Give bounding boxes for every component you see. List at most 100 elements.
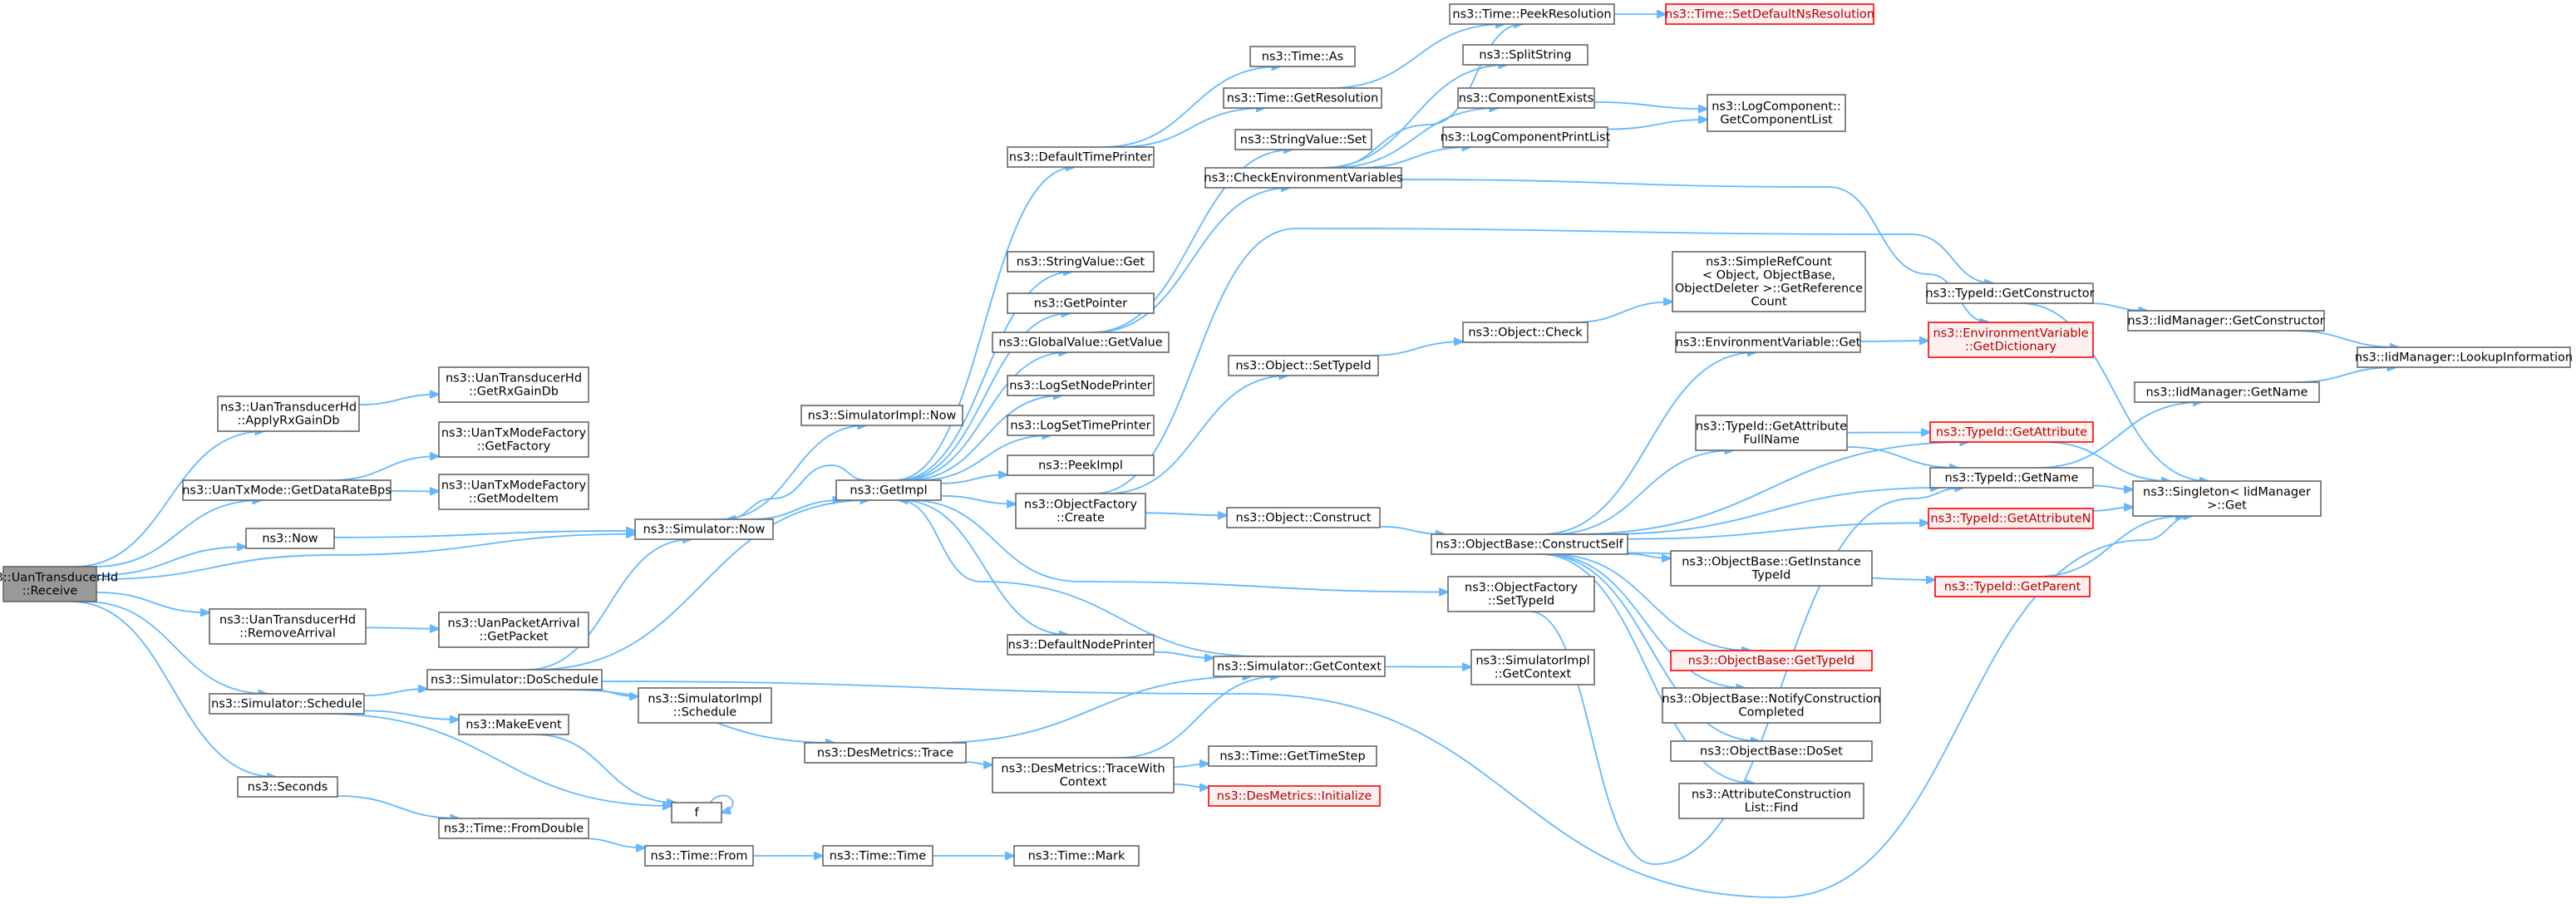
node-logNode[interactable]: ns3::LogSetNodePrinter (1007, 375, 1155, 396)
node-defTimePrinter[interactable]: ns3::DefaultTimePrinter (1007, 146, 1155, 168)
node-obConstructSelf[interactable]: ns3::ObjectBase::ConstructSelf (1431, 533, 1628, 555)
node-getModeItem[interactable]: ns3::UanTxModeFactory::GetModeItem (438, 474, 589, 510)
node-simNow[interactable]: ns3::Simulator::Now (634, 518, 774, 540)
node-checkEnv[interactable]: ns3::CheckEnvironmentVariables (1204, 167, 1403, 189)
node-envGet[interactable]: ns3::EnvironmentVariable::Get (1675, 332, 1861, 353)
node-box (992, 757, 1175, 793)
node-obGetTypeId[interactable]: ns3::ObjectBase::GetTypeId (1670, 650, 1873, 671)
node-label: ns3::SimulatorImpl (1475, 655, 1589, 668)
node-peekImpl[interactable]: ns3::PeekImpl (1007, 454, 1155, 476)
node-defNodePrinter[interactable]: ns3::DefaultNodePrinter (1007, 634, 1155, 656)
node-simpleRef[interactable]: ns3::SimpleRefCount< Object, ObjectBase,… (1672, 251, 1866, 312)
node-obDoSet[interactable]: ns3::ObjectBase::DoSet (1670, 740, 1873, 762)
node-timeSetDef[interactable]: ns3::Time::SetDefaultNsResolution (1665, 3, 1874, 25)
node-simImplGetCtx[interactable]: ns3::SimulatorImpl::GetContext (1470, 649, 1595, 685)
node-f[interactable]: f (671, 802, 722, 823)
node-iidGetName[interactable]: ns3::IidManager::GetName (2134, 381, 2320, 403)
node-label: ns3::TypeId::GetName (1945, 472, 2079, 485)
node-tidGetAttrN[interactable]: ns3::TypeId::GetAttributeN (1928, 508, 2094, 529)
node-singletonGet[interactable]: ns3::Singleton< IidManager>::Get (2132, 480, 2322, 517)
node-label: ns3::TypeId::GetAttributeN (1930, 513, 2091, 526)
node-ofCreate[interactable]: ns3::ObjectFactory::Create (1015, 493, 1146, 529)
node-getPacket[interactable]: ns3::UanPacketArrival::GetPacket (438, 612, 589, 648)
node-envGetDict[interactable]: ns3::EnvironmentVariable::GetDictionary (1928, 322, 2094, 358)
node-tidGetAttr[interactable]: ns3::TypeId::GetAttribute (1929, 421, 2094, 443)
node-objConstruct[interactable]: ns3::Object::Construct (1226, 507, 1381, 528)
node-seconds[interactable]: ns3::Seconds (237, 776, 338, 798)
node-doSchedule[interactable]: ns3::Simulator::DoSchedule (426, 669, 603, 690)
node-getTimeStep[interactable]: ns3::Time::GetTimeStep (1208, 745, 1377, 767)
node-label: ns3::ObjectBase::GetTypeId (1688, 655, 1855, 668)
node-timePeekRes[interactable]: ns3::Time::PeekResolution (1449, 3, 1615, 25)
node-logCompPrint[interactable]: ns3::LogComponentPrintList (1441, 126, 1611, 148)
node-compExists[interactable]: ns3::ComponentExists (1457, 87, 1595, 109)
node-iidGetCtor[interactable]: ns3::IidManager::GetConstructor (2127, 310, 2325, 332)
node-label: ns3::LogComponentPrintList (1441, 131, 1611, 145)
node-label: ns3::Simulator::Schedule (211, 698, 362, 711)
node-label: ::GetModeItem (469, 493, 559, 506)
node-label: ns3::EnvironmentVariable (1933, 327, 2088, 341)
edge-getImpl-to-gvGetValue (901, 352, 1068, 481)
node-tidGetCtor[interactable]: ns3::TypeId::GetConstructor (1925, 282, 2095, 304)
node-timeMark[interactable]: ns3::Time::Mark (1013, 845, 1140, 867)
node-getRxGain[interactable]: ns3::UanTransducerHd::GetRxGainDb (438, 366, 589, 403)
node-timeAs[interactable]: ns3::Time::As (1249, 46, 1356, 67)
node-box (1449, 3, 1615, 25)
node-removeArr[interactable]: ns3::UanTransducerHd::RemoveArrival (209, 608, 367, 645)
edge-checkEnv-to-splitString (1321, 65, 1508, 169)
node-getFactory[interactable]: ns3::UanTxModeFactory::GetFactory (438, 421, 589, 458)
node-obNotify[interactable]: ns3::ObjectBase::NotifyConstructionCompl… (1662, 687, 1881, 724)
node-desTrace[interactable]: ns3::DesMetrics::Trace (804, 742, 967, 764)
edge-timeGetRes-to-timePeekRes (1329, 24, 1505, 89)
node-gvGetValue[interactable]: ns3::GlobalValue::GetValue (992, 332, 1170, 353)
node-tidGetName[interactable]: ns3::TypeId::GetName (1929, 467, 2094, 489)
node-label: ns3::UanTransducerHd (219, 614, 356, 627)
node-fromDouble[interactable]: ns3::Time::FromDouble (438, 818, 589, 839)
node-iidLookup[interactable]: ns3::IidManager::LookupInformation (2355, 346, 2573, 368)
node-applyRx[interactable]: ns3::UanTransducerHd::ApplyRxGainDb (217, 396, 360, 432)
edge-obConstructSelf-to-tidGetAttrN (1627, 523, 1928, 540)
node-root[interactable]: ns3::UanTransducerHd::Receive (0, 566, 118, 602)
node-strValSet[interactable]: ns3::StringValue::Set (1234, 129, 1372, 150)
node-label: ns3::TypeId::GetParent (1944, 581, 2081, 594)
node-ofSetTypeId[interactable]: ns3::ObjectFactory::SetTypeId (1447, 576, 1595, 612)
node-label: ns3::SimulatorImpl (648, 693, 761, 706)
node-timeFrom[interactable]: ns3::Time::From (644, 845, 754, 867)
node-getPointer[interactable]: ns3::GetPointer (1007, 292, 1155, 314)
node-label: ns3::DefaultNodePrinter (1008, 639, 1154, 652)
node-box (1470, 649, 1595, 685)
node-makeEvent[interactable]: ns3::MakeEvent (458, 714, 569, 735)
node-getImpl[interactable]: ns3::GetImpl (835, 479, 942, 501)
node-box (1228, 355, 1379, 376)
node-logCompList[interactable]: ns3::LogComponent::GetComponentList (1707, 94, 1846, 132)
edge-objSetTypeId-to-objCheck (1370, 341, 1463, 356)
node-schedule[interactable]: ns3::Simulator::Schedule (209, 693, 365, 715)
node-box (1007, 375, 1155, 396)
node-label: ::SetTypeId (1488, 595, 1554, 608)
node-objCheck[interactable]: ns3::Object::Check (1462, 322, 1588, 343)
node-label: ns3::UanTransducerHd (220, 401, 357, 415)
node-label: ns3::Object::Construct (1236, 512, 1372, 525)
node-timeTime[interactable]: ns3::Time::Time (822, 845, 933, 867)
node-splitString[interactable]: ns3::SplitString (1462, 44, 1588, 66)
node-label: ns3::Seconds (248, 781, 328, 794)
node-logTime[interactable]: ns3::LogSetTimePrinter (1007, 415, 1155, 436)
node-label: ns3::ObjectBase::NotifyConstruction (1662, 693, 1880, 706)
node-label: GetComponentList (1720, 114, 1833, 127)
node-simImplNow[interactable]: ns3::SimulatorImpl::Now (800, 405, 963, 426)
node-desInit[interactable]: ns3::DesMetrics::Initialize (1208, 785, 1381, 807)
node-label: ::GetDictionary (1965, 341, 2056, 354)
node-getDataRate[interactable]: ns3::UanTxMode::GetDataRateBps (182, 479, 392, 501)
node-simImplSched[interactable]: ns3::SimulatorImpl::Schedule (638, 687, 772, 724)
node-objSetTypeId[interactable]: ns3::Object::SetTypeId (1228, 355, 1379, 376)
edge-desTraceWith-to-desInit (1173, 783, 1209, 788)
node-simGetContext[interactable]: ns3::Simulator::GetContext (1213, 656, 1386, 677)
node-strValGet[interactable]: ns3::StringValue::Get (1007, 251, 1155, 273)
node-tidGetParent[interactable]: ns3::TypeId::GetParent (1934, 576, 2091, 597)
node-timeGetRes[interactable]: ns3::Time::GetResolution (1223, 87, 1382, 109)
node-now[interactable]: ns3::Now (245, 528, 335, 549)
